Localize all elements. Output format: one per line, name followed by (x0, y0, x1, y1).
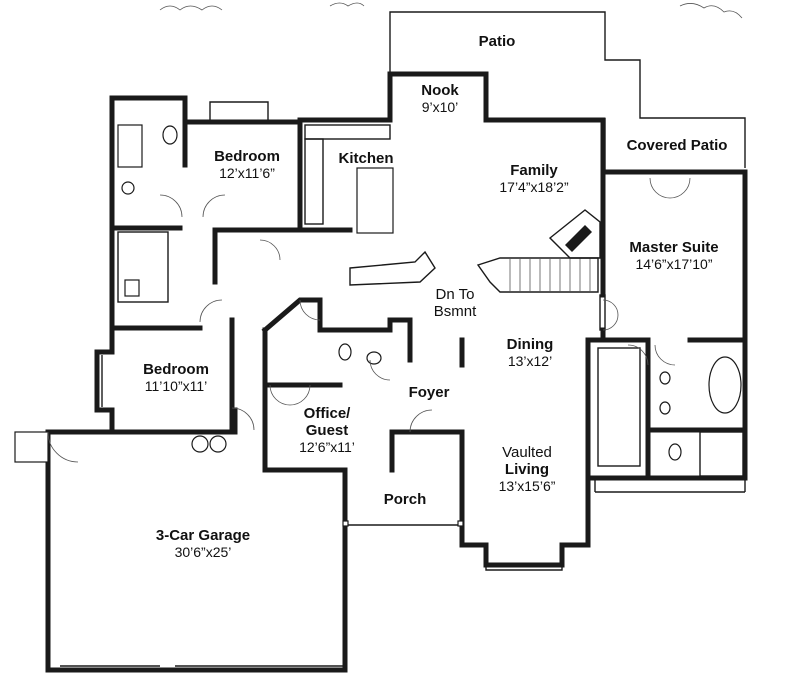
room-dimensions: 12’x11’6” (219, 165, 275, 181)
room-name: Family (510, 162, 558, 179)
fireplace (548, 209, 601, 259)
room-name: Dining (506, 336, 554, 353)
room-name: Nook (421, 82, 459, 99)
room-patio: Patio (479, 33, 516, 50)
room-living: Vaulted Living 13’x15’6” (499, 444, 556, 495)
stairs-label: Dn To Bsmnt (434, 286, 477, 320)
room-kitchen: Kitchen (338, 150, 393, 167)
room-dimensions: 30’6”x25’ (174, 544, 232, 560)
room-nook: Nook 9’x10’ (421, 82, 459, 116)
room-dimensions: 11’10”x11’ (144, 378, 208, 394)
room-dimensions: 14’6”x17’10” (635, 256, 713, 272)
room-office-guest: Office/ Guest 12’6”x11’ (299, 405, 355, 456)
room-master-suite: Master Suite 14’6”x17’10” (629, 239, 718, 273)
room-name: Porch (383, 491, 427, 508)
window-bumps (60, 101, 746, 667)
room-name: 3-Car Garage (155, 527, 251, 544)
room-name: Bedroom (143, 361, 209, 378)
bath-fixtures-left (117, 124, 178, 303)
room-name-line1: Vaulted (502, 444, 552, 461)
room-dimensions: 9’x10’ (421, 99, 459, 115)
room-dimensions: 17’4”x18’2” (499, 179, 569, 195)
room-bedroom-left: Bedroom 11’10”x11’ (143, 361, 209, 395)
garage-fixtures (14, 431, 227, 463)
stairs-line2: Bsmnt (433, 303, 477, 320)
bath-fixtures-master (597, 294, 744, 477)
room-porch: Porch (384, 491, 427, 508)
stairs (476, 257, 599, 293)
room-foyer: Foyer (409, 384, 450, 401)
porch-outline (342, 520, 464, 527)
room-dining: Dining 13’x12’ (507, 336, 554, 370)
room-dimensions: 12’6”x11’ (299, 439, 355, 455)
stairs-line1: Dn To (435, 286, 475, 303)
room-name: Master Suite (629, 239, 719, 256)
room-dimensions: 13’x15’6” (498, 478, 556, 494)
interior-walls (109, 119, 748, 481)
room-name-line2: Guest (305, 422, 349, 439)
room-garage: 3-Car Garage 30’6”x25’ (156, 527, 250, 561)
room-covered-patio: Covered Patio (627, 137, 728, 154)
room-name: Foyer (408, 384, 450, 401)
landscape-shrubs (159, 2, 743, 19)
patio-outline (389, 11, 746, 168)
room-name: Patio (478, 33, 516, 50)
door-swings (159, 177, 691, 433)
room-name-line2: Living (504, 461, 550, 478)
room-name: Bedroom (214, 148, 280, 165)
room-name-line1: Office/ (303, 405, 351, 422)
room-name: Covered Patio (626, 137, 728, 154)
room-bedroom-top: Bedroom 12’x11’6” (214, 148, 280, 182)
room-name: Kitchen (338, 150, 394, 167)
powder-fixtures (338, 343, 382, 365)
room-dimensions: 13’x12’ (507, 353, 553, 369)
kitchen-fixtures (304, 124, 436, 286)
room-family: Family 17’4”x18’2” (499, 162, 568, 196)
